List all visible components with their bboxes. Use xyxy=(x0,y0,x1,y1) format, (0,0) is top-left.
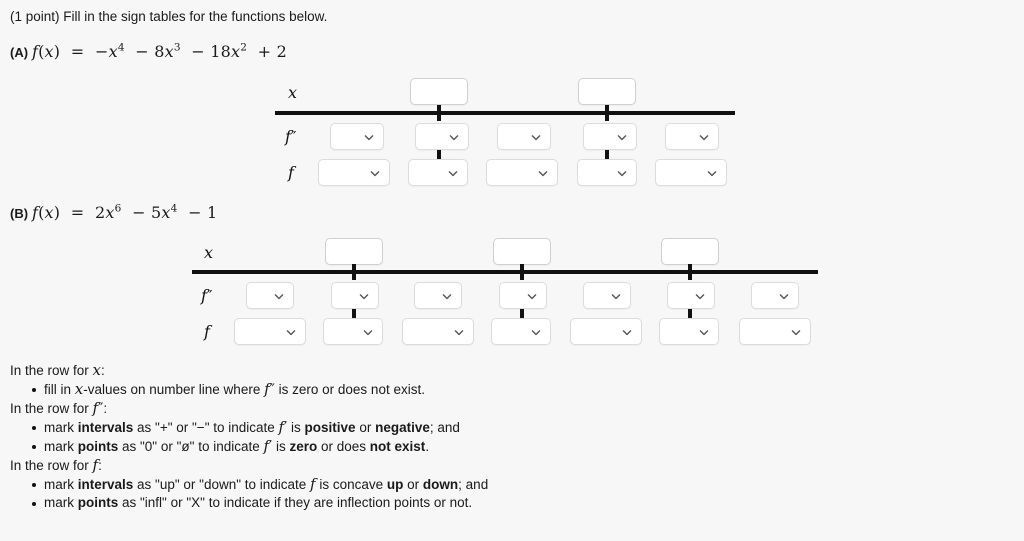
fpp-select-b-6[interactable] xyxy=(667,282,715,309)
chevron-down-icon xyxy=(364,132,374,141)
list-item: mark intervals as "up" or "down" to indi… xyxy=(10,475,488,494)
chevron-down-icon xyxy=(449,132,459,141)
x-value-input-a-2[interactable] xyxy=(578,78,636,105)
chevron-down-icon xyxy=(370,168,380,177)
number-line-tick-b-1 xyxy=(352,264,356,280)
fpp-select-a-2[interactable] xyxy=(415,123,469,150)
chevron-down-icon xyxy=(779,291,789,300)
chevron-down-icon xyxy=(699,327,709,336)
row-label-f-a: f xyxy=(288,163,294,182)
connector-b-1 xyxy=(352,309,356,318)
chevron-down-icon xyxy=(363,327,373,336)
connector-b-3 xyxy=(688,309,692,318)
chevron-down-icon xyxy=(695,291,705,300)
list-item: mark points as "0" or "ø" to indicate f′… xyxy=(10,437,488,456)
problem-a-label: (A) f(x) = −x4 − 8x3 − 18x2 + 2 xyxy=(10,42,287,61)
fpp-select-b-4[interactable] xyxy=(499,282,547,309)
number-line-tick-a-2 xyxy=(605,105,609,121)
instruction-heading-f: In the row for f: xyxy=(10,456,102,474)
row-label-f-b: f xyxy=(204,322,210,341)
x-value-input-b-2[interactable] xyxy=(493,238,551,265)
f-select-a-4[interactable] xyxy=(577,159,637,186)
chevron-down-icon xyxy=(531,327,541,336)
problem-a-function: f(x) = −x4 − 8x3 − 18x2 + 2 xyxy=(31,41,287,61)
chevron-down-icon xyxy=(707,168,717,177)
number-line-tick-b-2 xyxy=(520,264,524,280)
problem-b-function: f(x) = 2x6 − 5x4 − 1 xyxy=(31,202,218,222)
page-title: (1 point) Fill in the sign tables for th… xyxy=(10,9,328,24)
instructions-block: In the row for x: fill in x-values on nu… xyxy=(10,361,488,512)
connector-a-2 xyxy=(605,150,609,159)
chevron-down-icon xyxy=(274,291,284,300)
f-select-b-5[interactable] xyxy=(570,318,642,345)
fpp-select-b-3[interactable] xyxy=(414,282,462,309)
f-select-a-5[interactable] xyxy=(655,159,727,186)
chevron-down-icon xyxy=(448,168,458,177)
row-label-fpp-b: f″ xyxy=(201,286,213,305)
instruction-heading-x: In the row for x: xyxy=(10,361,105,379)
instruction-heading-fpp: In the row for f″: xyxy=(10,399,108,417)
f-select-a-1[interactable] xyxy=(318,159,390,186)
row-label-x-b: x xyxy=(204,243,214,262)
problem-b-tag: (B) xyxy=(10,206,29,221)
fpp-select-b-2[interactable] xyxy=(331,282,379,309)
instruction-bullets-fpp: mark intervals as "+" or "−" to indicate… xyxy=(10,418,488,456)
f-select-b-7[interactable] xyxy=(739,318,811,345)
chevron-down-icon xyxy=(454,327,464,336)
problem-b-label: (B) f(x) = 2x6 − 5x4 − 1 xyxy=(10,203,217,222)
chevron-down-icon xyxy=(791,327,801,336)
f-select-b-2[interactable] xyxy=(323,318,383,345)
fpp-select-b-1[interactable] xyxy=(246,282,294,309)
chevron-down-icon xyxy=(442,291,452,300)
chevron-down-icon xyxy=(531,132,541,141)
chevron-down-icon xyxy=(617,168,627,177)
chevron-down-icon xyxy=(359,291,369,300)
f-select-b-3[interactable] xyxy=(402,318,474,345)
list-item: mark points as "infl" or "X" to indicate… xyxy=(10,494,488,512)
number-line-tick-b-3 xyxy=(688,264,692,280)
fpp-select-a-4[interactable] xyxy=(583,123,637,150)
list-item: fill in x-values on number line where f″… xyxy=(10,380,488,399)
row-label-fpp-a: f″ xyxy=(285,127,297,146)
fpp-select-b-7[interactable] xyxy=(751,282,799,309)
number-line-tick-a-1 xyxy=(437,105,441,121)
row-label-x-a: x xyxy=(288,83,298,102)
f-select-b-1[interactable] xyxy=(234,318,306,345)
problem-a-tag: (A) xyxy=(10,45,29,60)
fpp-select-a-3[interactable] xyxy=(497,123,551,150)
number-line-a xyxy=(275,111,735,115)
chevron-down-icon xyxy=(611,291,621,300)
instruction-bullets-x: fill in x-values on number line where f″… xyxy=(10,380,488,399)
chevron-down-icon xyxy=(617,132,627,141)
fpp-select-b-5[interactable] xyxy=(583,282,631,309)
x-value-input-b-3[interactable] xyxy=(661,238,719,265)
chevron-down-icon xyxy=(286,327,296,336)
connector-b-2 xyxy=(520,309,524,318)
fpp-select-a-5[interactable] xyxy=(665,123,719,150)
x-value-input-b-1[interactable] xyxy=(325,238,383,265)
chevron-down-icon xyxy=(538,168,548,177)
f-select-b-4[interactable] xyxy=(491,318,551,345)
chevron-down-icon xyxy=(699,132,709,141)
fpp-select-a-1[interactable] xyxy=(330,123,384,150)
number-line-b xyxy=(192,270,818,274)
instruction-bullets-f: mark intervals as "up" or "down" to indi… xyxy=(10,475,488,512)
chevron-down-icon xyxy=(622,327,632,336)
f-select-b-6[interactable] xyxy=(659,318,719,345)
f-select-a-2[interactable] xyxy=(408,159,468,186)
f-select-a-3[interactable] xyxy=(486,159,558,186)
chevron-down-icon xyxy=(527,291,537,300)
x-value-input-a-1[interactable] xyxy=(410,78,468,105)
list-item: mark intervals as "+" or "−" to indicate… xyxy=(10,418,488,437)
connector-a-1 xyxy=(437,150,441,159)
